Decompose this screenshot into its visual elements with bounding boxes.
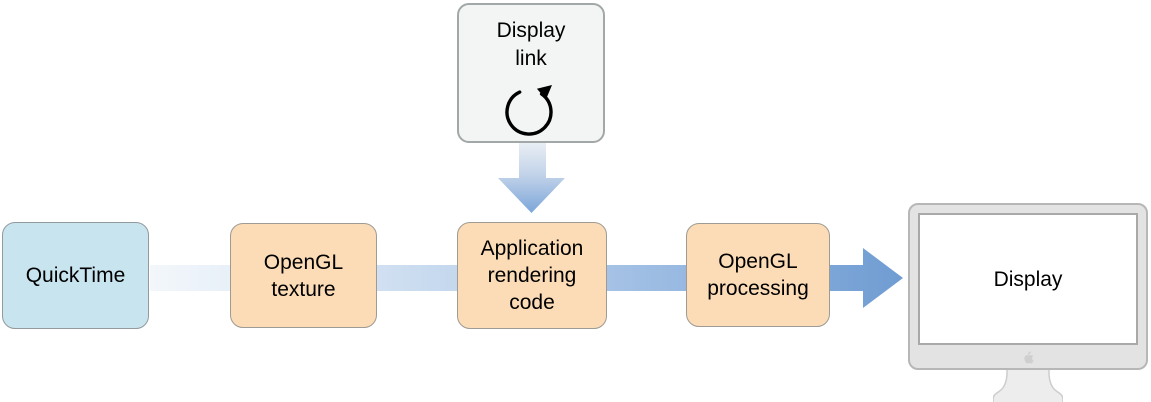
node-opengl-texture: OpenGL texture bbox=[230, 223, 377, 328]
node-display-link: Display link bbox=[457, 3, 605, 143]
node-quicktime: QuickTime bbox=[2, 222, 149, 329]
node-application-rendering-code: Application rendering code bbox=[457, 222, 607, 329]
application-rendering-code-label: Application rendering code bbox=[480, 237, 584, 314]
node-opengl-processing: OpenGL processing bbox=[686, 223, 830, 327]
monitor-screen: Display bbox=[918, 213, 1138, 345]
circular-arrow-icon bbox=[505, 85, 553, 136]
opengl-texture-label: OpenGL texture bbox=[263, 250, 344, 301]
display-monitor: Display bbox=[908, 203, 1148, 370]
apple-logo-icon bbox=[1023, 350, 1034, 364]
display-label: Display bbox=[993, 267, 1063, 291]
monitor-stand bbox=[993, 369, 1063, 402]
quicktime-label: QuickTime bbox=[25, 264, 126, 287]
opengl-processing-label: OpenGL processing bbox=[707, 250, 809, 300]
monitor-chin bbox=[910, 346, 1146, 368]
display-link-label: Display link bbox=[496, 19, 566, 70]
display-link-down-arrow bbox=[498, 143, 565, 213]
